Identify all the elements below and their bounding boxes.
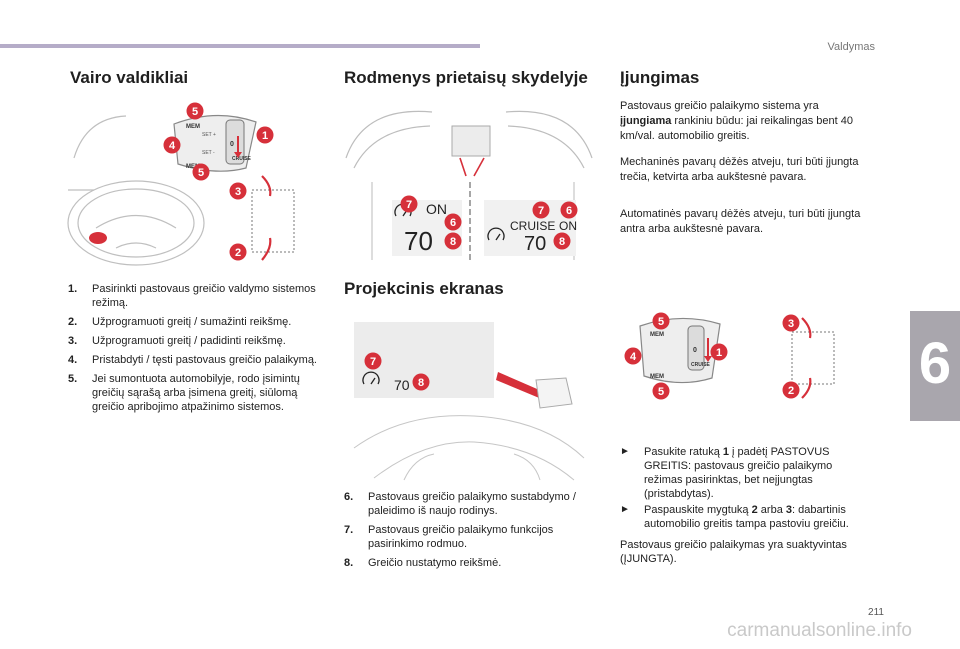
- cruise-gauge-icon-hud: [362, 371, 380, 385]
- list-item: 1.Pasirinkti pastovaus greičio valdymo s…: [68, 283, 316, 309]
- activation-push-area: [791, 331, 835, 385]
- svg-text:3: 3: [788, 318, 794, 330]
- callout-5-bottom: 5: [192, 163, 210, 186]
- chapter-tab: [910, 311, 960, 421]
- callout-4-activation: 4: [624, 347, 642, 370]
- svg-text:8: 8: [418, 377, 424, 389]
- svg-text:6: 6: [450, 217, 456, 229]
- watermark: carmanualsonline.info: [727, 620, 912, 641]
- svg-text:5: 5: [192, 106, 198, 118]
- callout-5-top: 5: [186, 102, 204, 125]
- head-up-display-illustration: 70: [353, 322, 585, 481]
- hud-projection-beam: [496, 372, 544, 400]
- display-right-value: 70: [524, 233, 546, 255]
- callout-3-activation: 3: [782, 314, 800, 337]
- dashboard-sketch: [345, 110, 593, 169]
- svg-text:2: 2: [235, 247, 241, 259]
- title-activation: Įjungimas: [620, 68, 700, 87]
- svg-text:2: 2: [788, 385, 794, 397]
- activation-stalk-mem-bottom: MEM: [650, 374, 664, 380]
- steering-wheel-sketch: [67, 115, 205, 266]
- svg-text:6: 6: [566, 205, 572, 217]
- svg-text:7: 7: [370, 356, 376, 368]
- page-number: 211: [868, 607, 884, 618]
- stalk-set-plus: SET +: [202, 132, 216, 138]
- svg-text:7: 7: [538, 205, 544, 217]
- stalk-mem-bottom: MEM: [186, 164, 200, 170]
- callout-7-left: 7: [400, 195, 418, 218]
- bullet-icon: ►: [620, 446, 630, 457]
- cruise-gauge-icon-right: [487, 227, 505, 241]
- callout-7-right: 7: [532, 201, 550, 224]
- stalk-set-minus: SET -: [202, 150, 215, 156]
- display-left-status: ON: [426, 201, 447, 217]
- display-right-mode: CRUISE: [510, 219, 555, 233]
- svg-text:7: 7: [406, 199, 412, 211]
- svg-text:5: 5: [658, 316, 664, 328]
- display-right-status: ON: [559, 219, 577, 233]
- stalk-mem-top: MEM: [186, 124, 200, 130]
- callout-8-hud: 8: [412, 373, 430, 396]
- callout-8-right: 8: [553, 232, 571, 255]
- hud-wheel-sketch: [353, 415, 585, 481]
- svg-text:1: 1: [716, 347, 722, 359]
- header-bar: [0, 44, 480, 48]
- activation-stalk-mem-top: MEM: [650, 332, 664, 338]
- stalk-cruise: CRUISE: [232, 156, 252, 162]
- title-head-up-display: Projekcinis ekranas: [344, 279, 504, 298]
- callout-2-activation: 2: [782, 381, 800, 404]
- activation-illustration: MEM MEM 0 CRUISE: [639, 317, 835, 399]
- svg-text:5: 5: [198, 167, 204, 179]
- activation-stalk-cruise: CRUISE: [691, 362, 711, 368]
- section-label: Valdymas: [827, 41, 875, 53]
- instrument-screen: [451, 125, 491, 157]
- steering-controls-list: 1.Pasirinkti pastovaus greičio valdymo s…: [68, 282, 318, 419]
- svg-text:8: 8: [559, 236, 565, 248]
- list-item: 2.Užprogramuoti greitį / sumažinti reikš…: [68, 316, 292, 328]
- display-left-value: 70: [404, 226, 433, 256]
- svg-text:4: 4: [630, 351, 637, 363]
- callout-5-activation-top: 5: [652, 312, 670, 335]
- list-item: ►Paspauskite mygtuką 2 arba 3: dabartini…: [620, 504, 849, 530]
- list-item: 3.Užprogramuoti greitį / padidinti reikš…: [68, 335, 286, 347]
- callout-1-activation: 1: [710, 343, 728, 366]
- list-item: 5.Jei sumontuota automobilyje, rodo įsim…: [68, 373, 300, 413]
- stalk-location-marker: [89, 232, 107, 244]
- activation-stalk-zero: 0: [693, 347, 697, 354]
- svg-text:8: 8: [450, 236, 456, 248]
- stalk-push-area: [251, 189, 295, 253]
- paragraph-activated: Pastovaus greičio palaikymas yra suaktyv…: [620, 539, 847, 565]
- svg-text:3: 3: [235, 186, 241, 198]
- callout-7-hud: 7: [364, 352, 382, 375]
- list-item: 7.Pastovaus greičio palaikymo funkcijos …: [344, 524, 554, 550]
- hud-value: 70: [394, 377, 410, 393]
- paragraph-manual-gearbox: Mechaninės pavarų dėžės atveju, turi būt…: [620, 156, 859, 183]
- callout-6-right: 6: [560, 201, 578, 224]
- paragraph-activation-intro: Pastovaus greičio palaikymo sistema yra …: [620, 100, 853, 142]
- title-steering-controls: Vairo valdikliai: [70, 68, 189, 87]
- svg-text:4: 4: [169, 140, 176, 152]
- svg-text:5: 5: [658, 386, 664, 398]
- callout-2: 2: [229, 243, 247, 266]
- list-item: 8.Greičio nustatymo reikšmė.: [344, 557, 502, 569]
- callout-3: 3: [229, 182, 247, 205]
- paragraph-automatic-gearbox: Automatinės pavarų dėžės atveju, turi bū…: [620, 208, 861, 235]
- list-item: 4.Pristabdyti / tęsti pastovaus greičio …: [68, 354, 317, 366]
- callout-5-activation-bottom: 5: [652, 382, 670, 405]
- hud-combiner: [535, 377, 573, 409]
- title-instrument-panel: Rodmenys prietaisų skydelyje: [344, 68, 588, 87]
- callout-1: 1: [256, 126, 274, 149]
- callout-6-left: 6: [444, 213, 462, 236]
- chapter-number: 6: [918, 331, 952, 396]
- display-indicators-list: 6.Pastovaus greičio palaikymo sustabdymo…: [344, 490, 596, 575]
- activation-steps-list: ►Pasukite ratuką 1 į padėtį PASTOVUS GRE…: [620, 445, 870, 533]
- callout-4: 4: [163, 136, 181, 159]
- bullet-icon: ►: [620, 504, 630, 515]
- list-item: 6.Pastovaus greičio palaikymo sustabdymo…: [344, 491, 576, 517]
- callout-8-left: 8: [444, 232, 462, 255]
- svg-text:1: 1: [262, 130, 268, 142]
- activation-stalk-closeup: MEM MEM 0 CRUISE: [639, 317, 721, 384]
- list-item: ►Pasukite ratuką 1 į padėtį PASTOVUS GRE…: [620, 446, 833, 500]
- stalk-zero: 0: [230, 141, 234, 148]
